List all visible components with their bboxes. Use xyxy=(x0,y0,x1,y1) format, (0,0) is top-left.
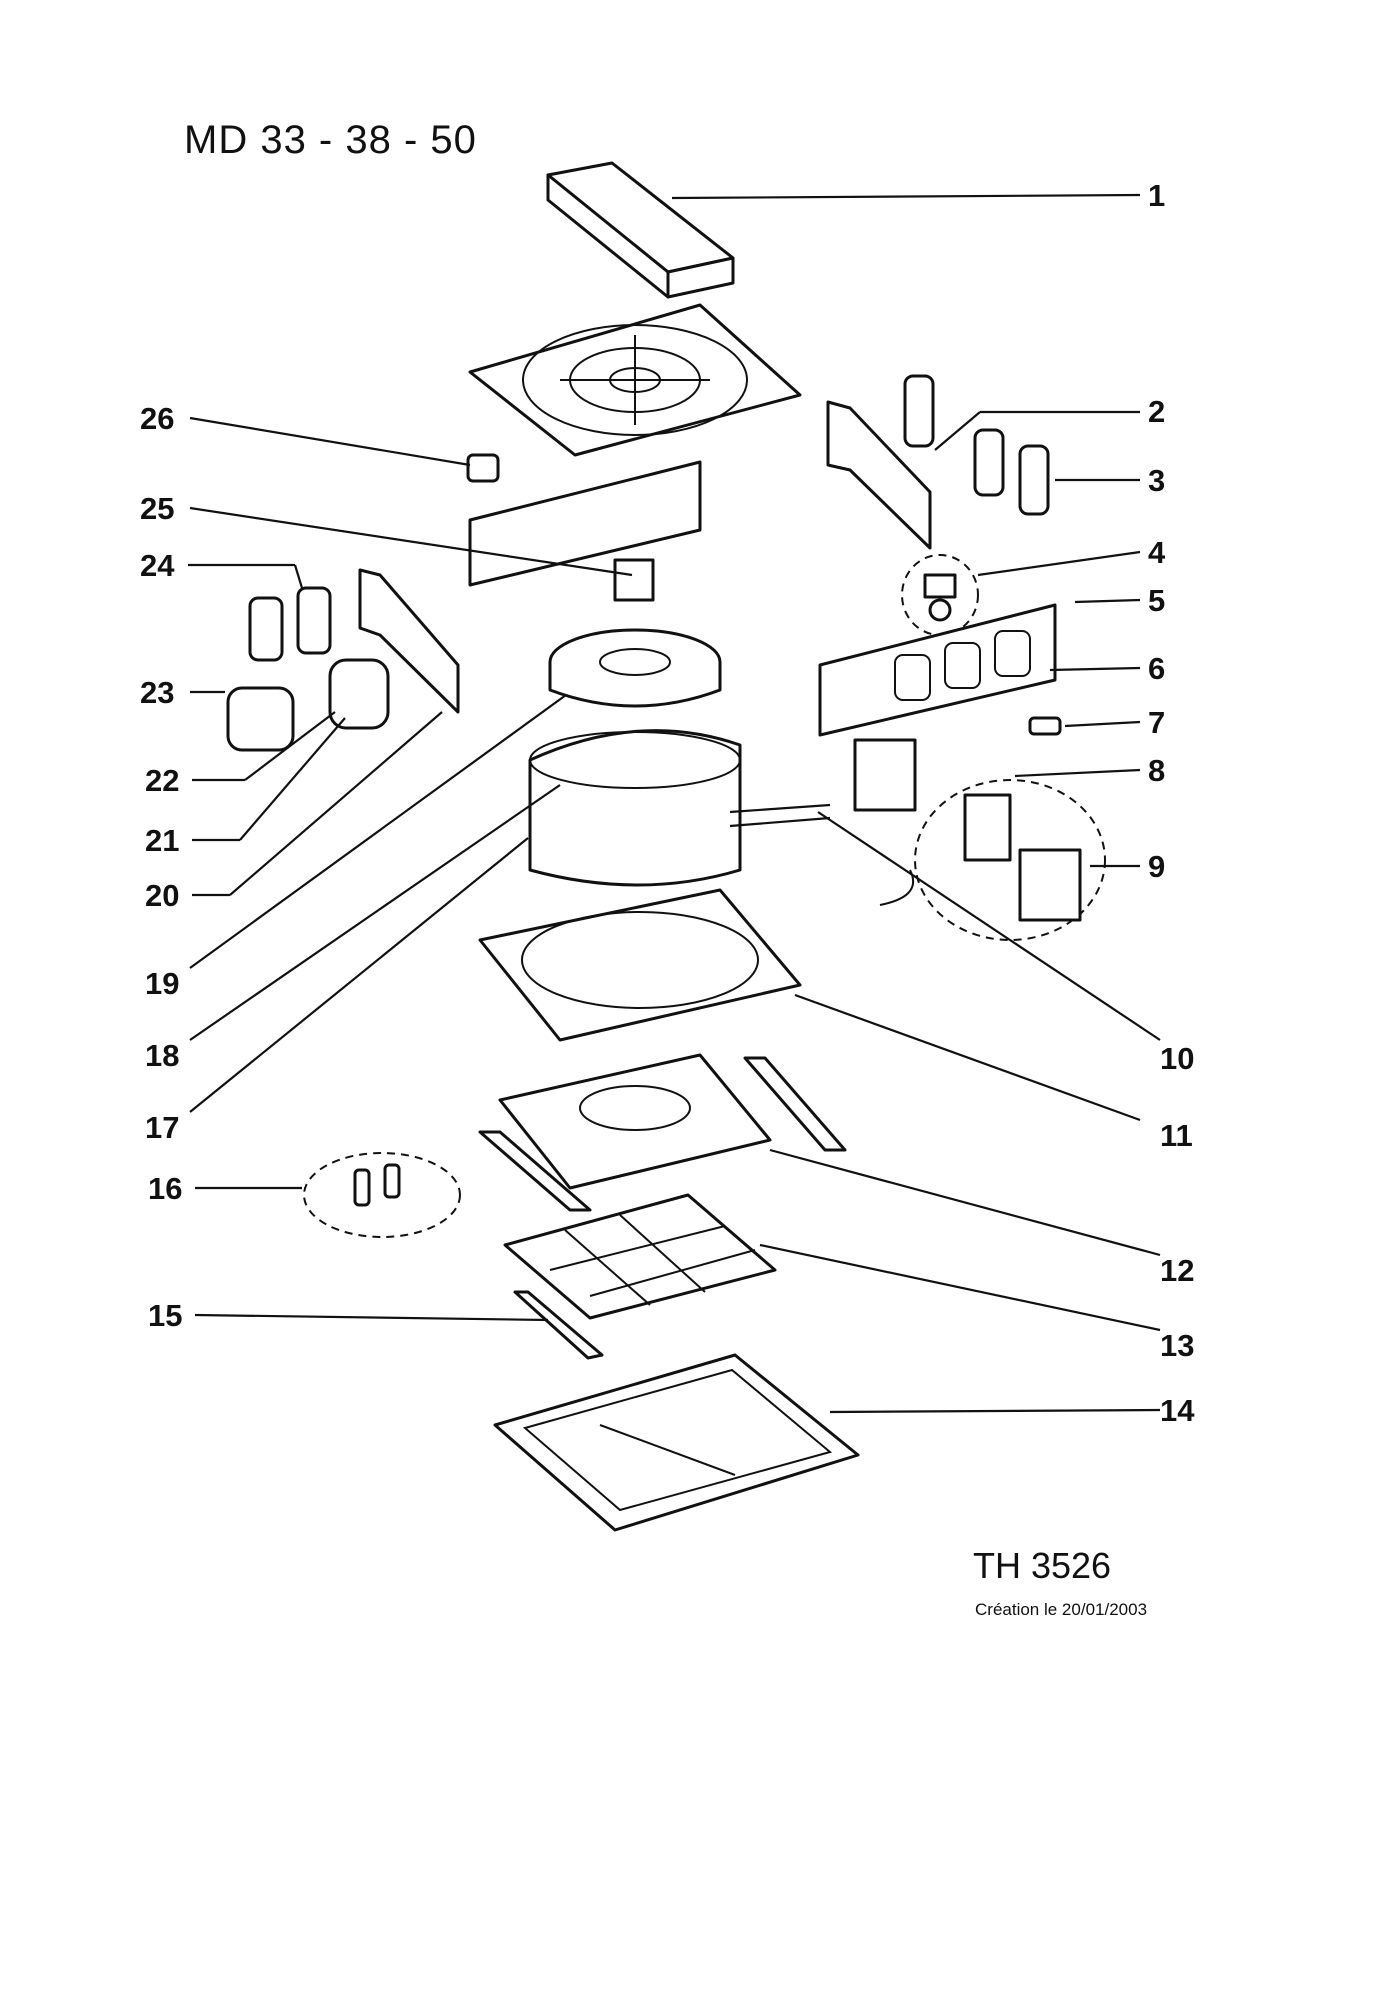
callout-6: 6 xyxy=(1148,651,1166,686)
callout-11: 11 xyxy=(1160,1118,1193,1153)
part-filter xyxy=(503,1193,777,1320)
part-drain-pan xyxy=(478,888,802,1042)
part-detail-4 xyxy=(901,554,979,636)
part-top-cover xyxy=(546,161,735,299)
part-front-grille xyxy=(493,1353,860,1532)
callout-7: 7 xyxy=(1148,705,1166,740)
callout-3: 3 xyxy=(1148,463,1166,498)
part-7 xyxy=(1028,716,1062,736)
part-electrical-group xyxy=(853,738,1106,941)
callout-8: 8 xyxy=(1148,753,1166,788)
callout-24: 24 xyxy=(140,548,175,583)
callout-25: 25 xyxy=(140,491,175,526)
callout-9: 9 xyxy=(1148,849,1166,884)
part-heat-exchanger xyxy=(528,729,831,887)
callout-5: 5 xyxy=(1148,583,1166,618)
callout-15: 15 xyxy=(148,1298,183,1333)
callout-26: 26 xyxy=(140,401,175,436)
callout-10: 10 xyxy=(1160,1041,1195,1076)
callout-20: 20 xyxy=(145,878,180,913)
callout-12: 12 xyxy=(1160,1253,1195,1288)
part-left-components xyxy=(226,568,460,752)
drawing-reference: TH 3526 xyxy=(973,1545,1112,1586)
part-grille-frame xyxy=(478,1053,847,1212)
callout-13: 13 xyxy=(1160,1328,1195,1363)
part-control-box xyxy=(818,603,1057,737)
callout-14: 14 xyxy=(1160,1393,1195,1428)
callout-1: 1 xyxy=(1148,178,1166,213)
creation-date: Création le 20/01/2003 xyxy=(975,1600,1148,1619)
callout-18: 18 xyxy=(145,1038,180,1073)
part-motor-bracket xyxy=(468,460,702,602)
callout-17: 17 xyxy=(145,1110,180,1145)
callout-2: 2 xyxy=(1148,394,1166,429)
part-26 xyxy=(466,453,500,483)
part-15-strip xyxy=(513,1290,604,1360)
callout-23: 23 xyxy=(140,675,175,710)
part-right-side-panel xyxy=(826,374,1050,550)
part-top-plate xyxy=(468,303,802,457)
callout-22: 22 xyxy=(145,763,180,798)
callout-21: 21 xyxy=(145,823,180,858)
callout-19: 19 xyxy=(145,966,180,1001)
callout-4: 4 xyxy=(1148,535,1166,570)
leader-lines xyxy=(188,193,1161,1414)
part-fan xyxy=(548,628,722,708)
part-16-detail xyxy=(303,1152,461,1238)
model-title: MD 33 - 38 - 50 xyxy=(184,118,477,162)
callout-16: 16 xyxy=(148,1171,183,1206)
